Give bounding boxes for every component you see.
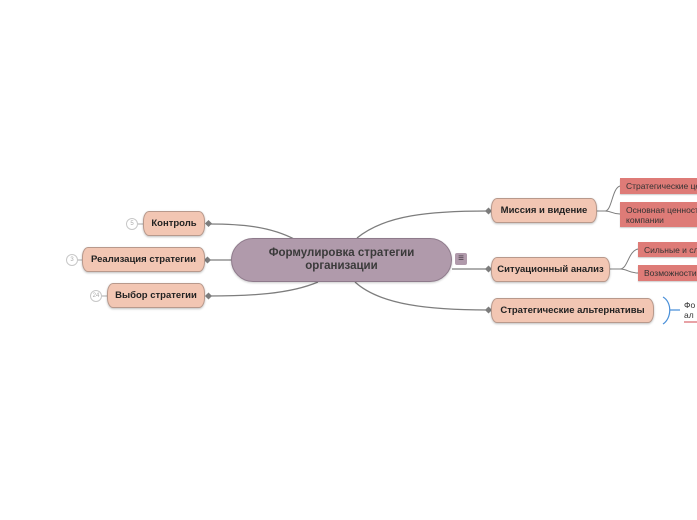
fork-missiya (597, 185, 621, 215)
central-topic[interactable]: Формулировка стратегии организации (231, 238, 452, 282)
subtopic-label: Сильные и сл (644, 244, 697, 255)
subtopic-alternativy-text[interactable]: Фо ал (684, 300, 697, 320)
subtopic-label: Стратегические це (626, 181, 697, 191)
notes-icon[interactable]: ≡ (455, 253, 467, 265)
topic-situaciya-label: Ситуационный анализ (497, 264, 604, 275)
topic-alternativy-label: Стратегические альтернативы (500, 305, 645, 316)
link-missiya (356, 210, 489, 239)
topic-kontrol[interactable]: Контроль (143, 211, 205, 236)
fork-situaciya (610, 248, 639, 274)
diamond-marker (203, 256, 212, 264)
topic-vybor-label: Выбор стратегии (115, 290, 197, 301)
link-vybor (208, 281, 319, 297)
topic-situacionnyy-analiz[interactable]: Ситуационный анализ (491, 257, 610, 282)
diamond-marker (484, 306, 493, 314)
bracket-alternativy (662, 296, 680, 325)
topic-strategicheskie-alternativy[interactable]: Стратегические альтернативы (491, 298, 654, 323)
topic-realizaciya-strategii[interactable]: Реализация стратегии (82, 247, 205, 272)
topic-missiya-i-videnie[interactable]: Миссия и видение (491, 198, 597, 223)
link-alternativy (354, 281, 489, 311)
subtopic-silnye-storony[interactable]: Сильные и сл (638, 242, 697, 257)
collapsed-count-vybor[interactable]: 24 (90, 290, 102, 302)
topic-missiya-label: Миссия и видение (500, 205, 588, 216)
collapsed-count-realizaciya[interactable]: 3 (66, 254, 78, 266)
topic-vybor-strategii[interactable]: Выбор стратегии (107, 283, 205, 308)
topic-realizaciya-label: Реализация стратегии (91, 254, 196, 265)
diamond-marker (484, 207, 493, 215)
subtopic-strategicheskie-celi[interactable]: Стратегические це (620, 178, 697, 194)
diamond-marker (484, 265, 493, 273)
subtopic-label: Основная ценность компании (626, 204, 697, 225)
collapsed-count-kontrol[interactable]: 5 (126, 218, 138, 230)
subtopic-label: Фо ал (684, 300, 696, 320)
subtopic-osnovnaya-cennost[interactable]: Основная ценность компании (620, 202, 697, 227)
subtopic-vozmozhnosti[interactable]: Возможности (638, 265, 697, 281)
central-topic-label: Формулировка стратегии организации (268, 247, 415, 272)
diamond-marker (204, 292, 213, 300)
topic-kontrol-label: Контроль (151, 218, 197, 229)
diamond-marker (204, 219, 213, 228)
subtopic-label: Возможности (644, 268, 697, 278)
link-kontrol (208, 223, 297, 241)
